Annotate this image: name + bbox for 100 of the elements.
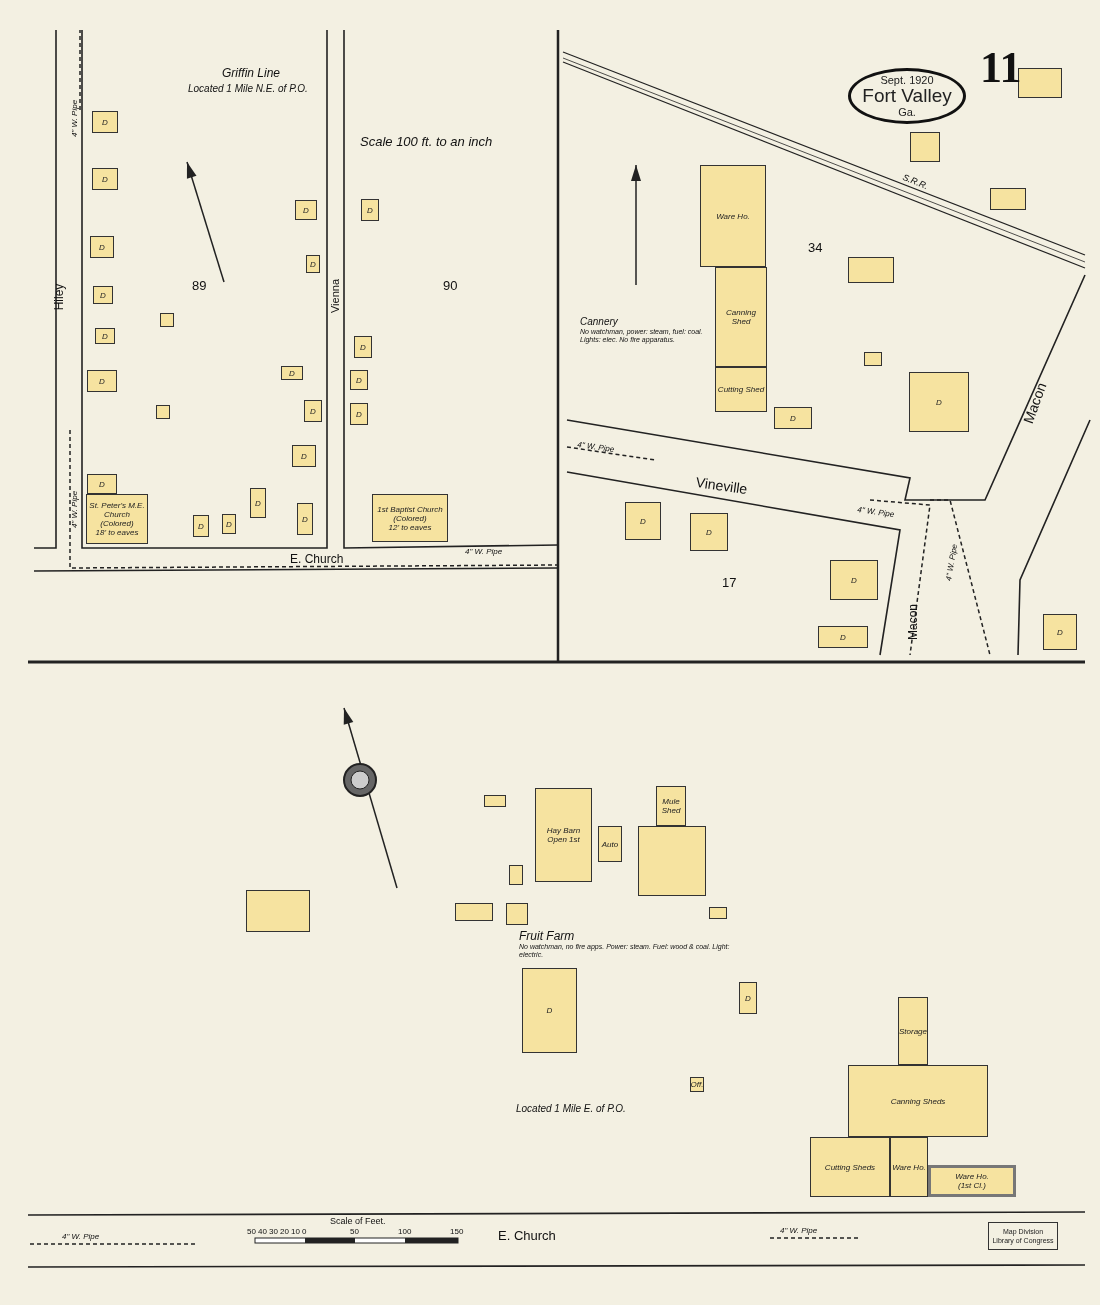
scale-tick: 10: [291, 1227, 300, 1236]
building-label: D: [936, 397, 942, 407]
building: [700, 165, 766, 267]
building-drawing: [910, 132, 940, 162]
building-label: D: [302, 514, 308, 524]
block-number: 89: [192, 278, 207, 293]
scale-tick: 150: [450, 1227, 464, 1236]
pipe-label: 4" W. Pipe: [70, 490, 80, 529]
building: [304, 400, 322, 422]
building: [90, 236, 114, 258]
building-label: D: [303, 205, 309, 215]
building: [350, 403, 368, 425]
building-label: D: [310, 406, 316, 416]
building: [95, 328, 115, 344]
building-label: Mule Shed: [660, 797, 682, 815]
title-text: Fort Valley: [862, 86, 952, 106]
street-name: E. Church: [290, 552, 344, 566]
street-name: E. Church: [498, 1228, 556, 1243]
building: [92, 168, 118, 190]
pipe-label: 4" W. Pipe: [70, 99, 80, 138]
building-label: D: [289, 368, 295, 378]
railroad-label: S.R.R.: [901, 172, 930, 192]
building-label: D: [356, 409, 362, 419]
building-label: (Colored): [393, 513, 427, 523]
block-number: 90: [443, 278, 458, 293]
building: [810, 1137, 890, 1197]
building: [93, 286, 113, 304]
business-name: Fruit Farm: [519, 929, 575, 943]
building: [350, 370, 368, 390]
pipe-label: 4" W. Pipe: [944, 543, 960, 582]
building-label: Hay Barn: [546, 826, 581, 835]
building: [830, 560, 878, 600]
building-label: D: [790, 413, 796, 423]
pipe-label: 4" W. Pipe: [465, 547, 503, 556]
location-note: Located 1 Mile N.E. of P.O.: [188, 83, 308, 94]
building-label: D: [102, 174, 108, 184]
building-label: 18' to eaves: [95, 528, 139, 537]
building: [354, 336, 372, 358]
building-label: D: [255, 498, 261, 508]
building-label: Canning Shed: [725, 308, 757, 326]
building-label: D: [102, 331, 108, 341]
building: [193, 515, 209, 537]
building-drawing: [1018, 68, 1062, 98]
building-label: D: [1057, 627, 1063, 637]
building-label: D: [356, 375, 362, 385]
building: [690, 513, 728, 551]
building-label: St. Peter's M.E. Church: [88, 501, 146, 519]
building-drawing: [455, 903, 493, 921]
street-name: Macon: [1020, 380, 1050, 426]
block-number: 17: [722, 575, 737, 590]
pipe-label: 4" W. Pipe: [62, 1232, 100, 1241]
scale-tick: 50: [350, 1227, 359, 1236]
building-label: D: [102, 117, 108, 127]
building: [306, 255, 320, 273]
building: [774, 407, 812, 429]
scale-tick: 40: [258, 1227, 267, 1236]
building-label: Storage: [899, 1026, 927, 1036]
building-label: D: [546, 1006, 553, 1015]
building: [535, 788, 592, 882]
building: [909, 372, 969, 432]
building-label: D: [310, 259, 316, 269]
building: [292, 445, 316, 467]
building-label: D: [745, 993, 751, 1003]
building-label: D: [840, 632, 846, 642]
building: [250, 488, 266, 518]
building-drawing: [709, 907, 727, 919]
building-drawing: [484, 795, 506, 807]
pipe-label: 4" W. Pipe: [780, 1226, 818, 1235]
building-drawing: [848, 257, 894, 283]
building-label: (Colored): [100, 519, 134, 528]
building: [890, 1137, 928, 1197]
building: [87, 370, 117, 392]
building-drawing: [160, 313, 174, 327]
building: [361, 199, 379, 221]
building: [625, 502, 661, 540]
building: [92, 111, 118, 133]
building-drawing: [506, 903, 528, 925]
building-label: D: [198, 521, 204, 531]
building: [928, 1165, 1016, 1197]
building: [739, 982, 757, 1014]
building: [715, 267, 767, 367]
street-name: Vineville: [694, 474, 749, 498]
business-name: Cannery: [580, 316, 618, 327]
building-drawing: [156, 405, 170, 419]
section-title: Griffin Line: [222, 66, 281, 80]
building-label: Off.: [690, 1080, 704, 1089]
building-label: D: [706, 527, 712, 537]
pipe-label: 4" W. Pipe: [856, 505, 895, 520]
block-number: 34: [808, 240, 823, 255]
building-label: Auto: [601, 839, 619, 849]
building-label: D: [360, 342, 366, 352]
title-text: Ga.: [898, 106, 916, 118]
scale-tick: 30: [269, 1227, 278, 1236]
building: [848, 1065, 988, 1137]
building-label: Cutting Sheds: [824, 1162, 876, 1172]
building-label: D: [100, 290, 106, 300]
building: [818, 626, 868, 648]
pipe-label: 4" W. Pipe: [576, 440, 615, 455]
building-drawing: [509, 865, 523, 885]
building: [898, 997, 928, 1065]
